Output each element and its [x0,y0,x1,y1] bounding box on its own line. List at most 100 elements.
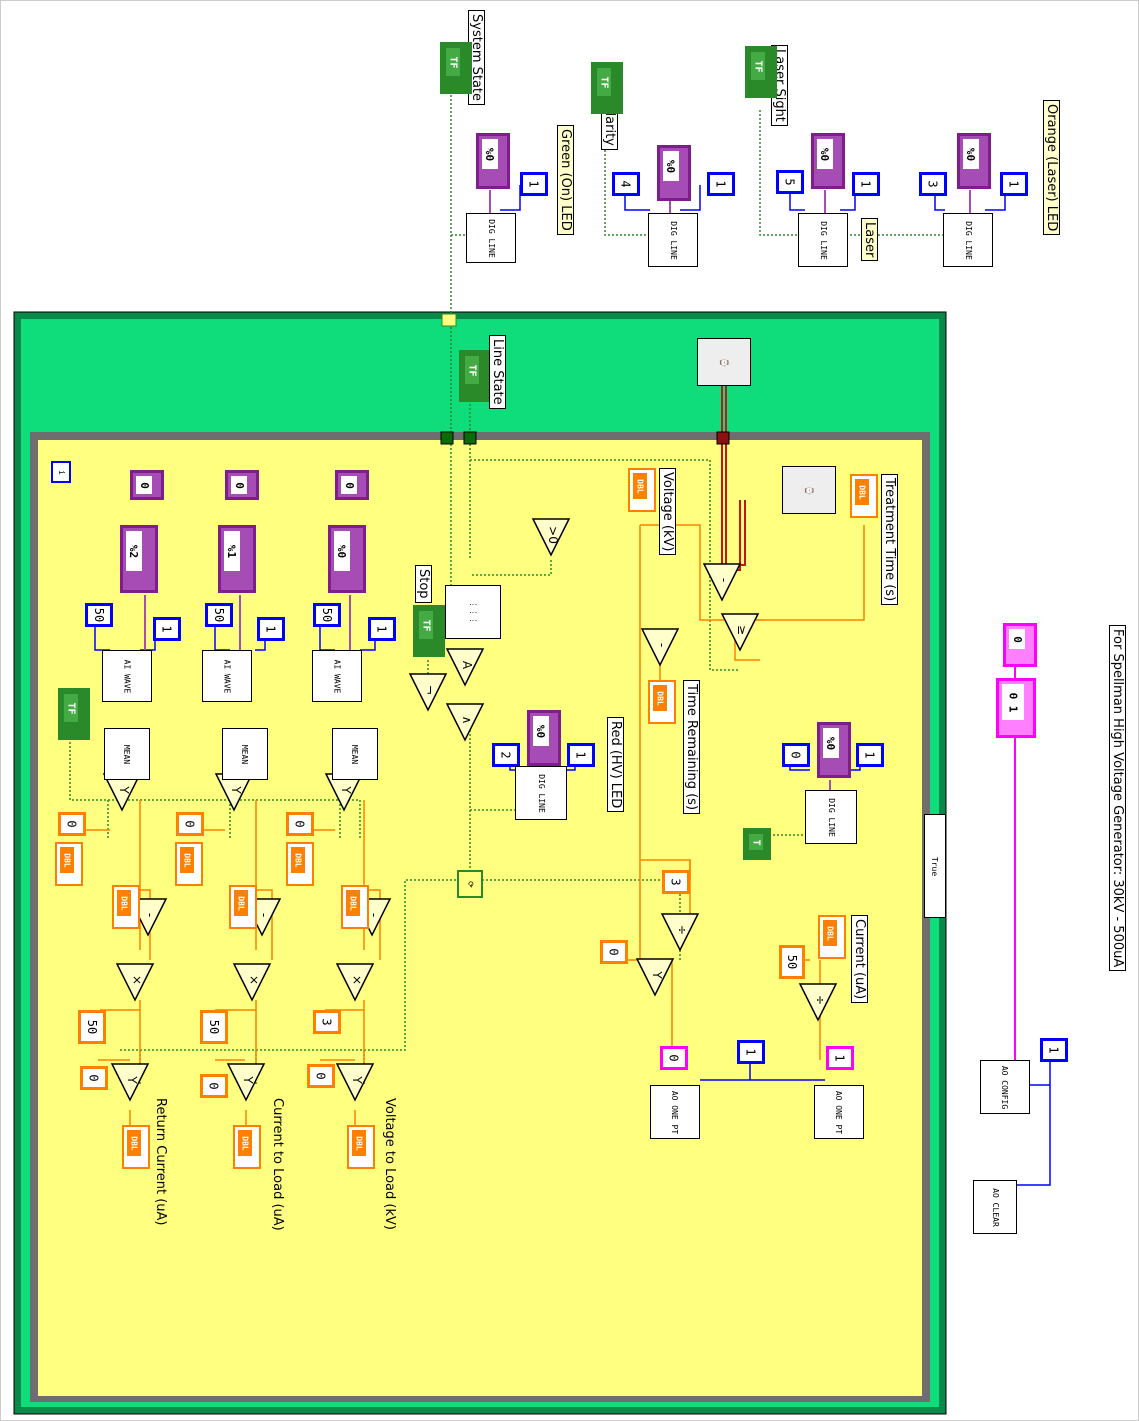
time-remaining-label: Time Remaining (s) [683,680,700,814]
numeric-constant: 0 [782,743,810,767]
ring-constant: %2 [120,525,158,593]
numeric-constant: 1 [1040,1038,1068,1062]
numeric-constant: 0 [286,812,314,836]
ring-constant: %0 [657,145,691,201]
svg-text:-: - [143,913,157,917]
dig-line-node[interactable]: DIG LINE [798,213,848,267]
ao-clear-node[interactable]: AO CLEAR [973,1180,1017,1234]
current-to-load-label: Current to Load (uA) [270,1095,285,1234]
generator-title: For Spellman High Voltage Generator: 30k… [1109,625,1126,971]
dbl-constant: DBL [55,842,83,886]
dbl-constant: DBL [341,885,369,929]
bundle-node[interactable]: ⋮⋮⋮ [445,585,501,639]
voltage-dbl-control[interactable]: DBL [628,468,656,512]
timer-icon[interactable]: ⌚ [697,338,751,386]
time-remaining-dbl-indicator: DBL [648,680,676,724]
svg-text:Y: Y [241,1075,255,1084]
boolean-constant: T [743,828,771,860]
ai-wave-node[interactable]: AI WAVE [202,650,252,702]
svg-text:×: × [130,975,144,985]
numeric-constant: 0 [176,812,204,836]
iteration-terminal: i [51,461,71,483]
numeric-constant: 0 [660,1046,688,1070]
current-dbl-control[interactable]: DBL [818,915,846,959]
svg-text:Y: Y [650,970,664,979]
current-to-load-indicator: DBL [233,1125,261,1169]
svg-text:-: - [717,578,731,582]
numeric-constant: 0 [200,1074,228,1098]
red-led-label: Red (HV) LED [607,717,624,812]
svg-text:Y: Y [125,1075,139,1084]
dbl-constant: DBL [286,842,314,886]
treatment-time-dbl-control[interactable]: DBL [850,474,878,518]
ring-constant: %0 [811,133,845,189]
boolean-control[interactable]: TF [58,688,90,740]
svg-text:÷: ÷ [813,995,827,1005]
svg-text:A: A [460,661,474,670]
mean-node[interactable]: MEAN [332,728,378,780]
dbl-constant: DBL [112,885,140,929]
numeric-constant: 1 [852,172,880,196]
numeric-constant: 1 [567,743,595,767]
loop-condition-icon[interactable]: ⟳ [457,870,483,898]
ao-one-pt-node[interactable]: AO ONE PT [814,1085,864,1139]
ai-wave-node[interactable]: AI WAVE [102,650,152,702]
numeric-constant: 1 [153,617,181,641]
return-current-indicator: DBL [122,1125,150,1169]
numeric-constant: 1 [520,172,548,196]
svg-text:-: - [257,913,271,917]
line-state-control[interactable]: TF [459,350,491,402]
numeric-constant: 3 [313,1010,341,1034]
line-polarity-control[interactable]: TF [591,62,623,114]
stop-control[interactable]: TF [413,605,445,657]
dig-line-node[interactable]: DIG LINE [648,213,698,267]
ring-constant: %1 [218,525,256,593]
ai-wave-node[interactable]: AI WAVE [312,650,362,702]
mean-node[interactable]: MEAN [104,728,150,780]
svg-text:×: × [350,975,364,985]
ring-constant: 0 [225,470,259,500]
numeric-constant: 5 [776,170,804,194]
system-state-control[interactable]: TF [440,42,472,94]
mean-node[interactable]: MEAN [222,728,268,780]
svg-text:>0: >0 [546,526,560,544]
numeric-constant: 3 [919,172,947,196]
dig-line-node[interactable]: DIG LINE [515,766,567,820]
svg-text:Y: Y [229,785,243,794]
ring-constant: %0 [328,525,366,593]
dig-line-node[interactable]: DIG LINE [466,213,516,263]
numeric-constant: 2 [492,743,520,767]
ao-config-node[interactable]: AO CONFIG [980,1060,1030,1114]
numeric-constant: 1 [707,172,735,196]
dig-line-node[interactable]: DIG LINE [943,213,993,267]
stop-label: Stop [415,565,432,603]
laser-sight-control[interactable]: TF [745,46,777,98]
case-selector[interactable]: True [924,814,946,918]
svg-text:≥: ≥ [735,625,749,635]
ao-one-pt-node[interactable]: AO ONE PT [650,1085,700,1139]
svg-text:×: × [247,975,261,985]
numeric-constant: 0 [307,1064,335,1088]
ring-constant: %0 [817,722,851,778]
dig-line-node[interactable]: DIG LINE [805,790,857,844]
svg-text:∧: ∧ [460,716,474,725]
svg-text:Y: Y [339,785,353,794]
numeric-constant: 0 [80,1066,108,1090]
svg-text:÷: ÷ [675,925,689,935]
numeric-constant: 50 [200,1010,228,1044]
numeric-constant: 1 [737,1040,765,1064]
numeric-constant: 50 [78,1010,106,1044]
numeric-constant: 1 [1000,172,1028,196]
svg-text:Y: Y [117,785,131,794]
numeric-constant: 1 [856,743,884,767]
current-ua-label: Current (uA) [851,915,868,1003]
numeric-constant: 50 [205,603,233,627]
numeric-constant: 50 [779,945,805,979]
green-led-label: Green (On) LED [557,125,574,235]
timer-icon[interactable]: ⌚ [782,466,836,514]
numeric-constant: 1 [257,617,285,641]
svg-text:-: - [655,643,669,647]
numeric-constant: 50 [85,603,113,627]
numeric-constant: 1 [368,617,396,641]
